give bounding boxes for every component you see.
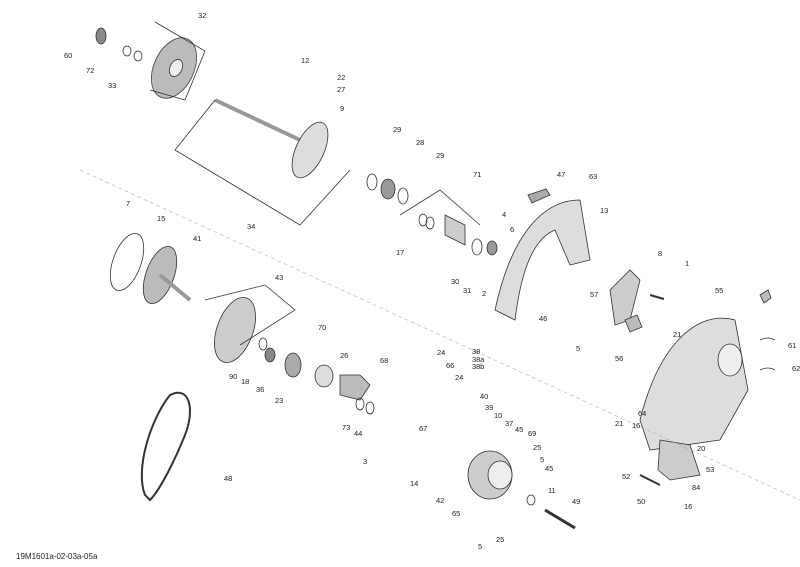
part-callout[interactable]: 52 <box>622 472 631 481</box>
part-callout[interactable]: 56 <box>615 354 624 363</box>
part-callout[interactable]: 3 <box>363 457 368 466</box>
part-callout[interactable]: 45 <box>515 425 524 434</box>
part-callout[interactable]: 65 <box>452 509 461 518</box>
part-callout[interactable]: 33 <box>108 81 117 90</box>
part-callout[interactable]: 15 <box>157 214 166 223</box>
part-callout[interactable]: 60 <box>64 51 73 60</box>
part-callout[interactable]: 25 <box>533 443 542 452</box>
part-callout[interactable]: 48 <box>224 474 233 483</box>
part-callout[interactable]: 62 <box>792 364 800 373</box>
part-callout[interactable]: 12 <box>301 56 310 65</box>
belt-guard <box>494 188 591 321</box>
gear-hub <box>467 450 576 530</box>
drive-belt <box>140 391 191 502</box>
part-callout[interactable]: 18 <box>241 377 250 386</box>
bracket-assembly <box>609 269 665 333</box>
part-callout[interactable]: 84 <box>692 483 701 492</box>
part-callout[interactable]: 5 <box>576 344 581 353</box>
part-callout[interactable]: 34 <box>247 222 256 231</box>
part-callout[interactable]: 5 <box>540 455 545 464</box>
part-callout[interactable]: 29 <box>436 151 445 160</box>
part-callout[interactable]: 38 38a 38b <box>472 347 485 371</box>
part-callout[interactable]: 7 <box>126 199 131 208</box>
part-callout[interactable]: 36 <box>256 385 265 394</box>
part-callout[interactable]: 55 <box>715 286 724 295</box>
part-callout[interactable]: 67 <box>419 424 428 433</box>
part-callout[interactable]: 26 <box>340 351 349 360</box>
part-callout[interactable]: 2 <box>482 289 487 298</box>
part-callout[interactable]: 64 <box>638 409 647 418</box>
part-callout[interactable]: 5 <box>478 542 483 551</box>
part-callout[interactable]: 27 <box>337 85 346 94</box>
part-callout[interactable]: 39 <box>485 403 494 412</box>
part-callout[interactable]: 10 <box>494 411 503 420</box>
part-callout[interactable]: 24 <box>455 373 464 382</box>
part-callout[interactable]: 8 <box>658 249 663 258</box>
part-callout[interactable]: 14 <box>410 479 419 488</box>
cover-55 <box>639 289 776 451</box>
part-callout[interactable]: 49 <box>572 497 581 506</box>
part-callout[interactable]: 24 <box>437 348 446 357</box>
part-callout[interactable]: 28 <box>416 138 425 147</box>
part-callout[interactable]: 32 <box>198 11 207 20</box>
part-callout[interactable]: 63 <box>589 172 598 181</box>
part-callout[interactable]: 61 <box>788 341 797 350</box>
part-callout[interactable]: 31 <box>463 286 472 295</box>
upper-sheave-group <box>95 21 498 256</box>
part-callout[interactable]: 23 <box>275 396 284 405</box>
part-callout[interactable]: 20 <box>697 444 706 453</box>
part-callout[interactable]: 1 <box>685 259 690 268</box>
part-callout[interactable]: 57 <box>590 290 599 299</box>
part-callout[interactable]: 21 <box>673 330 682 339</box>
part-callout[interactable]: 22 <box>337 73 346 82</box>
part-callout[interactable]: 46 <box>539 314 548 323</box>
part-callout[interactable]: 16 <box>684 502 693 511</box>
part-callout[interactable]: 6 <box>510 225 515 234</box>
part-callout[interactable]: 25 <box>496 535 505 544</box>
part-callout[interactable]: 53 <box>706 465 715 474</box>
part-callout[interactable]: 72 <box>86 66 95 75</box>
part-callout[interactable]: 50 <box>637 497 646 506</box>
lower-sheave-group <box>109 233 375 415</box>
part-callout[interactable]: 16 <box>632 421 641 430</box>
part-callout[interactable]: 73 <box>342 423 351 432</box>
part-callout[interactable]: 13 <box>600 206 609 215</box>
part-callout[interactable]: 47 <box>557 170 566 179</box>
part-callout[interactable]: 45 <box>545 464 554 473</box>
drawing-id: 19M1601a-02-03a-05a <box>16 552 98 561</box>
part-callout[interactable]: 17 <box>396 248 405 257</box>
part-callout[interactable]: 37 <box>505 419 514 428</box>
part-callout[interactable]: 21 <box>615 419 624 428</box>
part-callout[interactable]: 44 <box>354 429 363 438</box>
part-callout[interactable]: 42 <box>436 496 445 505</box>
part-callout[interactable]: 11 <box>548 486 556 495</box>
part-callout[interactable]: 70 <box>318 323 327 332</box>
part-callout[interactable]: 71 <box>473 170 482 179</box>
part-callout[interactable]: 68 <box>380 356 389 365</box>
part-callout[interactable]: 30 <box>451 277 460 286</box>
part-callout[interactable]: 41 <box>193 234 202 243</box>
part-callout[interactable]: 40 <box>480 392 489 401</box>
part-callout[interactable]: 29 <box>393 125 402 134</box>
part-callout[interactable]: 9 <box>340 104 345 113</box>
part-callout[interactable]: 66 <box>446 361 455 370</box>
part-callout[interactable]: 43 <box>275 273 284 282</box>
part-callout[interactable]: 4 <box>502 210 507 219</box>
part-callout[interactable]: 90 <box>229 372 238 381</box>
part-callout[interactable]: 69 <box>528 429 537 438</box>
